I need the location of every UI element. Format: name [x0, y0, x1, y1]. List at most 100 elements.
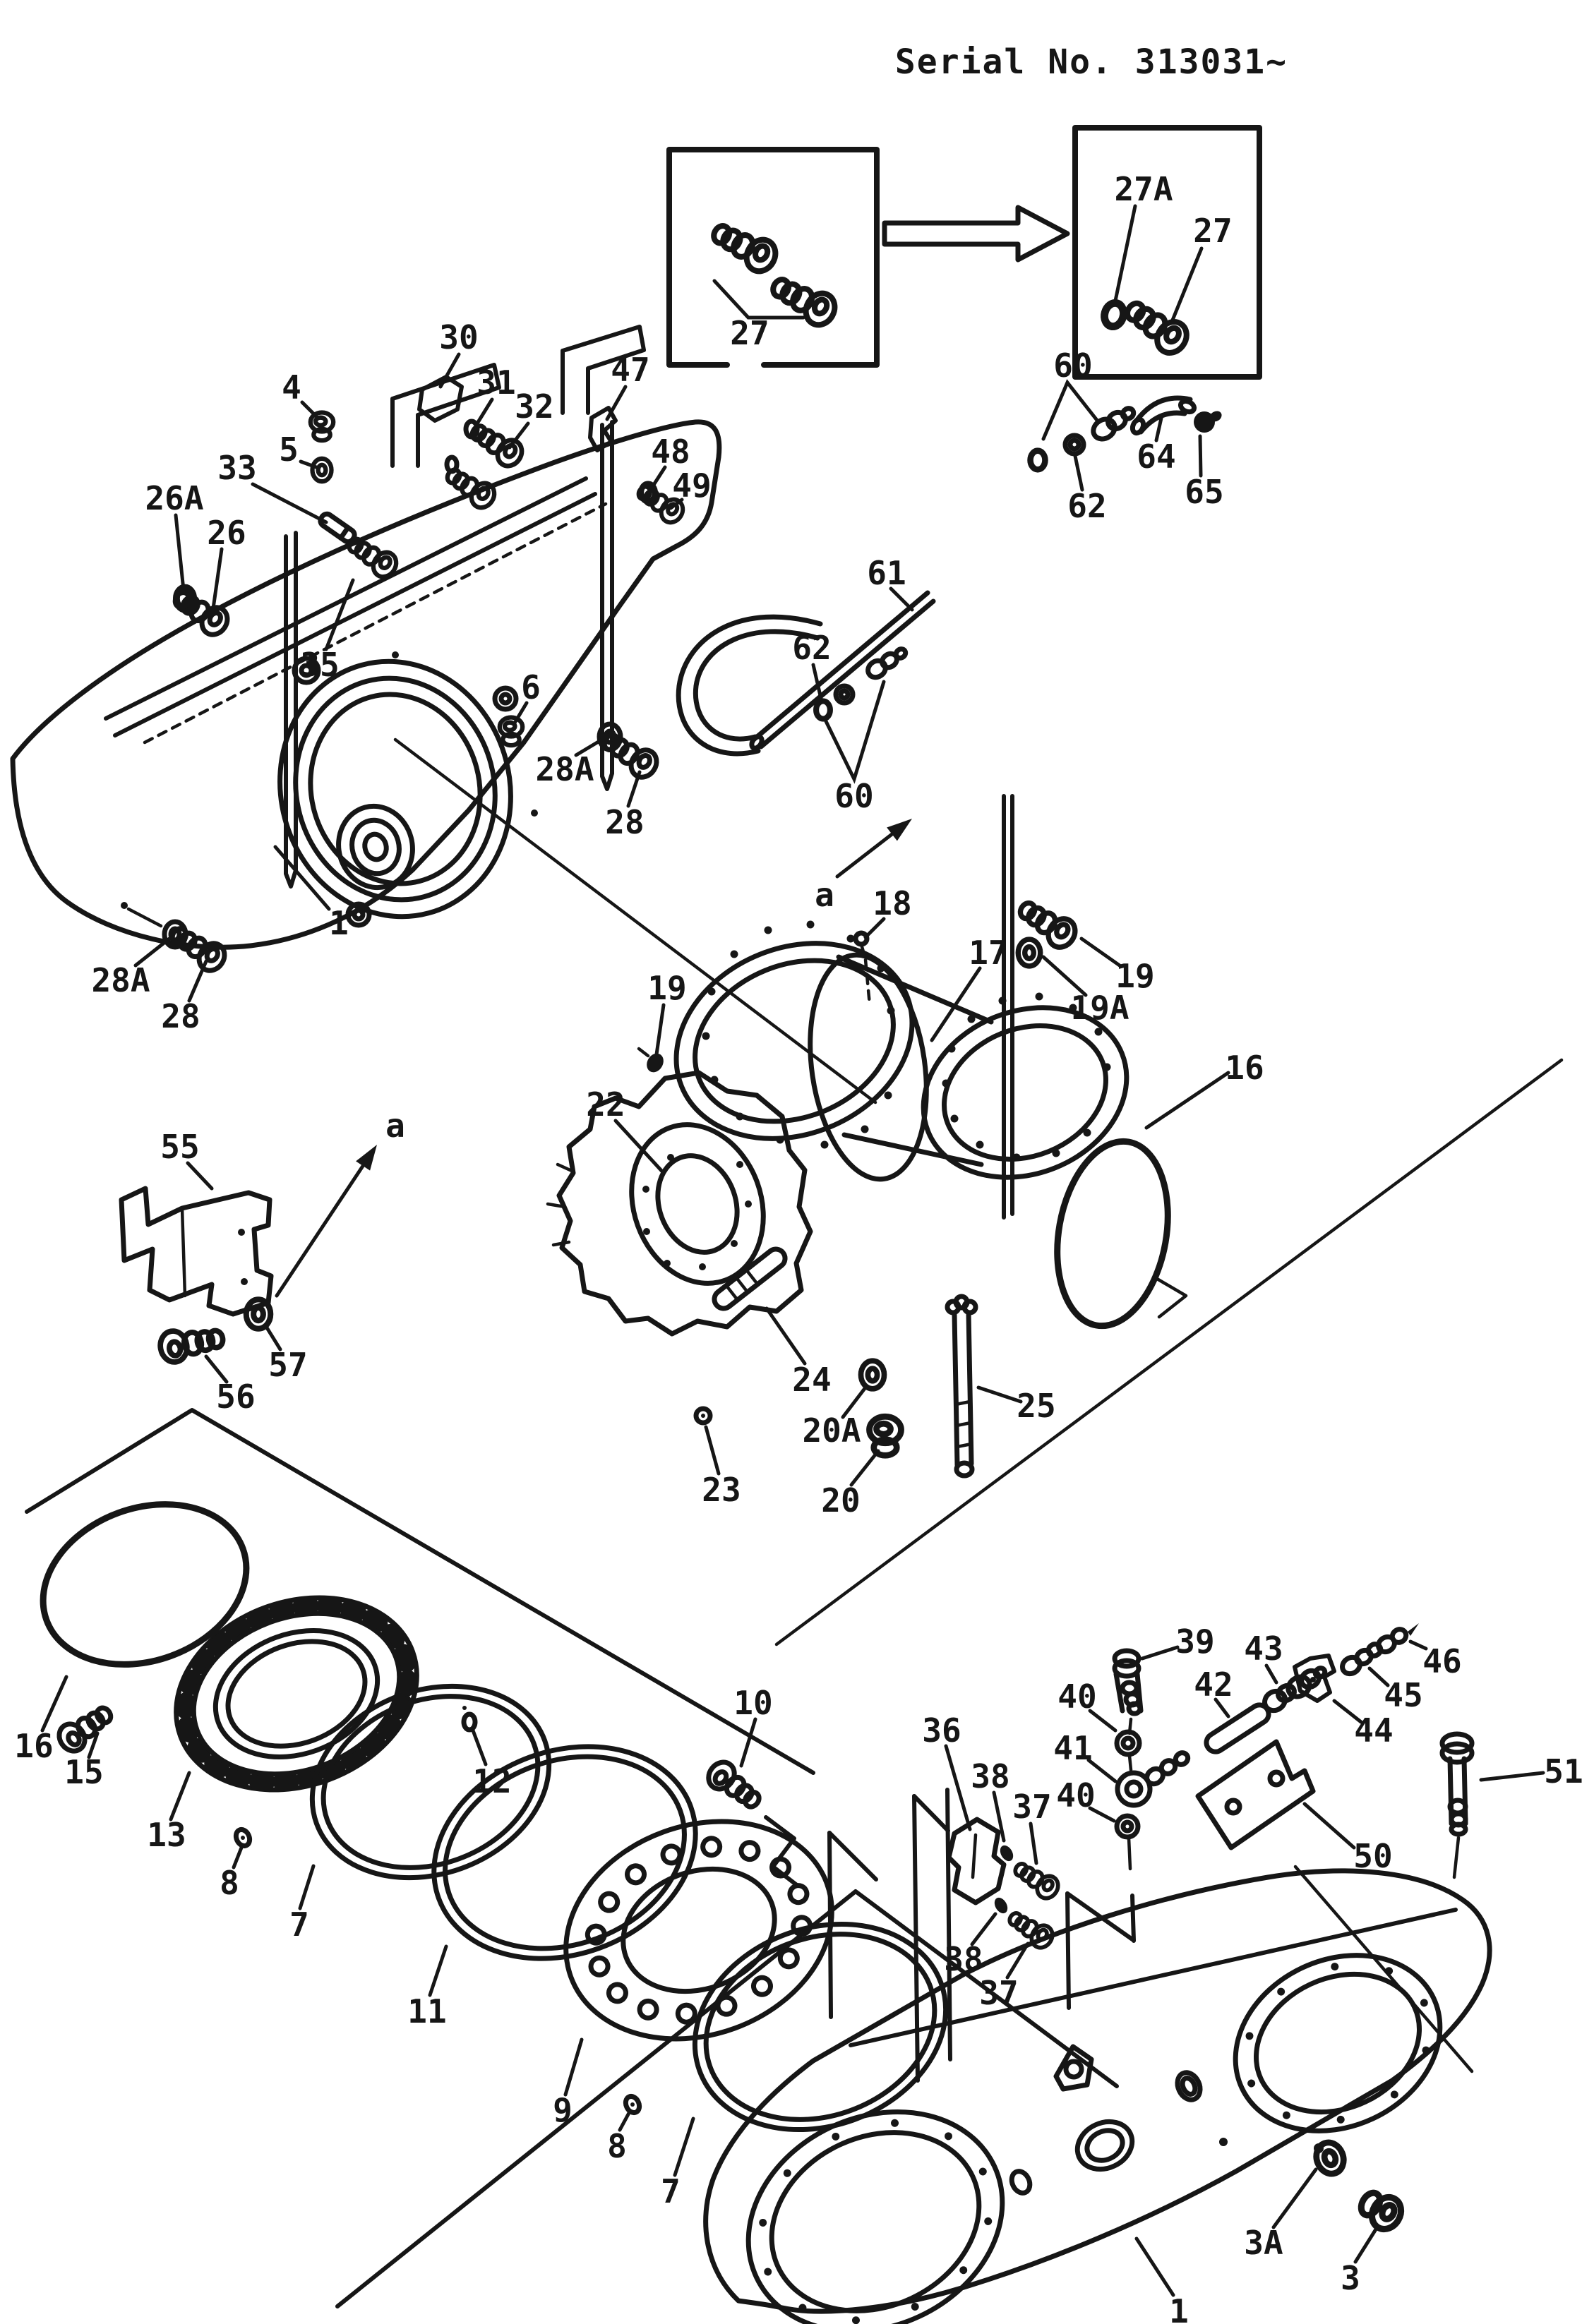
- view-arrow-head-a: [356, 1145, 377, 1171]
- callout-label-9: 9: [553, 2091, 573, 2129]
- callout-label-16: 16: [1225, 1049, 1264, 1087]
- leader-line-60: [824, 680, 886, 784]
- bolt-10: [703, 1757, 765, 1814]
- pin-12: [461, 1711, 478, 1733]
- callout-label-60: 60: [1053, 347, 1092, 385]
- callout-label-27: 27: [1193, 212, 1232, 250]
- leader-line-61: [889, 586, 914, 612]
- leader-line-20: [849, 1449, 880, 1487]
- callout-label-15: 15: [64, 1753, 103, 1791]
- leader-line-37: [1029, 1822, 1038, 1865]
- callout-label-12: 12: [472, 1762, 511, 1800]
- ring-stack-drawing: [25, 1408, 1119, 2308]
- callout-label-11: 11: [407, 1992, 446, 2030]
- callout-label-20A: 20A: [802, 1411, 861, 1450]
- washer-19A: [1018, 939, 1041, 966]
- leader-line-39: [1140, 1645, 1180, 1661]
- callout-label-41: 41: [1053, 1729, 1092, 1767]
- callout-label-33: 33: [217, 449, 256, 487]
- tube-42: [1204, 1702, 1271, 1754]
- bracket-55-group: [119, 1186, 274, 1364]
- callout-label-1: 1: [1169, 2292, 1189, 2324]
- leader-line-27: [1170, 246, 1204, 324]
- leader-line-7: [673, 2117, 695, 2177]
- callout-label-28A: 28A: [91, 961, 150, 999]
- callout-label-28A: 28A: [535, 750, 594, 788]
- oring-62-mid: [816, 701, 830, 718]
- ring-7a: [309, 1683, 552, 1881]
- oring-62-top: [1031, 451, 1045, 470]
- leader-line-48: [650, 465, 667, 489]
- callout-label-62: 62: [1067, 487, 1106, 525]
- callout-label-65: 65: [1185, 473, 1223, 511]
- plug-6: [500, 718, 522, 746]
- center-housing-drawing: [393, 737, 1564, 1646]
- view-arrow-line-a: [835, 832, 894, 879]
- bearing-13: [174, 1595, 419, 1793]
- nut-5: [313, 459, 332, 481]
- leader-line-45: [1367, 1666, 1390, 1687]
- mount-tab: [1053, 2044, 1094, 2092]
- callout-label-7: 7: [289, 1905, 309, 1944]
- leader-line-43: [1264, 1663, 1278, 1685]
- callout-label-27: 27: [730, 314, 769, 352]
- leader-line-7: [298, 1864, 316, 1910]
- leader-line-13: [169, 1771, 191, 1822]
- elbow-hose-64: [1134, 395, 1193, 423]
- leader-line-8: [618, 2109, 632, 2132]
- nut-40a: [1114, 1729, 1142, 1757]
- bolt-27-new: [1120, 294, 1193, 359]
- leader-line-24: [765, 1306, 807, 1366]
- callout-label-7: 7: [661, 2172, 681, 2210]
- breather-4: [311, 413, 333, 441]
- leader-line-3: [1353, 2224, 1380, 2264]
- callout-label-38: 38: [944, 1940, 983, 1978]
- view-arrow-head-a: [887, 819, 912, 841]
- callout-label-28: 28: [605, 803, 644, 841]
- callout-label-51: 51: [1544, 1752, 1582, 1790]
- callout-label-37: 37: [1012, 1788, 1051, 1826]
- callout-label-57: 57: [268, 1346, 307, 1384]
- leader-line-25: [976, 1385, 1023, 1404]
- callout-label-3: 3: [1341, 2259, 1360, 2297]
- callout-label-13: 13: [147, 1816, 186, 1854]
- oring-16-right: [1054, 1138, 1171, 1330]
- callout-label-20: 20: [821, 1481, 860, 1519]
- clip-47: [588, 406, 618, 452]
- leader-line-3A: [1271, 2167, 1318, 2229]
- plate-50: [1195, 1739, 1316, 1850]
- fitting-46: [1376, 1623, 1419, 1655]
- oring-16-left: [40, 1501, 250, 1668]
- inset-new-version-box: [1072, 125, 1262, 380]
- leader-line-62: [1073, 454, 1084, 492]
- callout-label-42: 42: [1194, 1666, 1233, 1704]
- seal-38b: [994, 1897, 1008, 1914]
- callout-label-23: 23: [702, 1471, 741, 1509]
- callout-label-1: 1: [329, 904, 349, 942]
- leader-line-35: [324, 578, 355, 651]
- leader-line-27: [712, 279, 805, 320]
- callout-label-26A: 26A: [145, 479, 203, 517]
- bolt-27-old-a: [707, 217, 781, 276]
- leader-line-20A: [841, 1385, 868, 1419]
- serial-number: Serial No. 313031~: [895, 42, 1288, 82]
- leader-line-19: [654, 1003, 666, 1056]
- bolt-27-old-b: [767, 270, 840, 330]
- leader-line-38: [970, 1912, 997, 1946]
- bolt-25: [945, 1294, 978, 1479]
- callout-label-16: 16: [14, 1727, 53, 1765]
- callout-label-19: 19: [1115, 957, 1154, 995]
- lower-housing-drawing: [703, 1868, 1492, 2324]
- bolt-15: [54, 1700, 117, 1756]
- bolt-28-upper: [598, 727, 661, 782]
- plug-23: [693, 1406, 713, 1426]
- callout-label-10: 10: [733, 1684, 772, 1722]
- leader-line-11: [428, 1944, 448, 1997]
- callout-label-50: 50: [1353, 1837, 1392, 1875]
- leader-line-9: [563, 2037, 584, 2097]
- leader-line-5: [299, 459, 318, 469]
- leader-line-40: [1088, 1709, 1117, 1733]
- callout-label-55: 55: [160, 1128, 199, 1166]
